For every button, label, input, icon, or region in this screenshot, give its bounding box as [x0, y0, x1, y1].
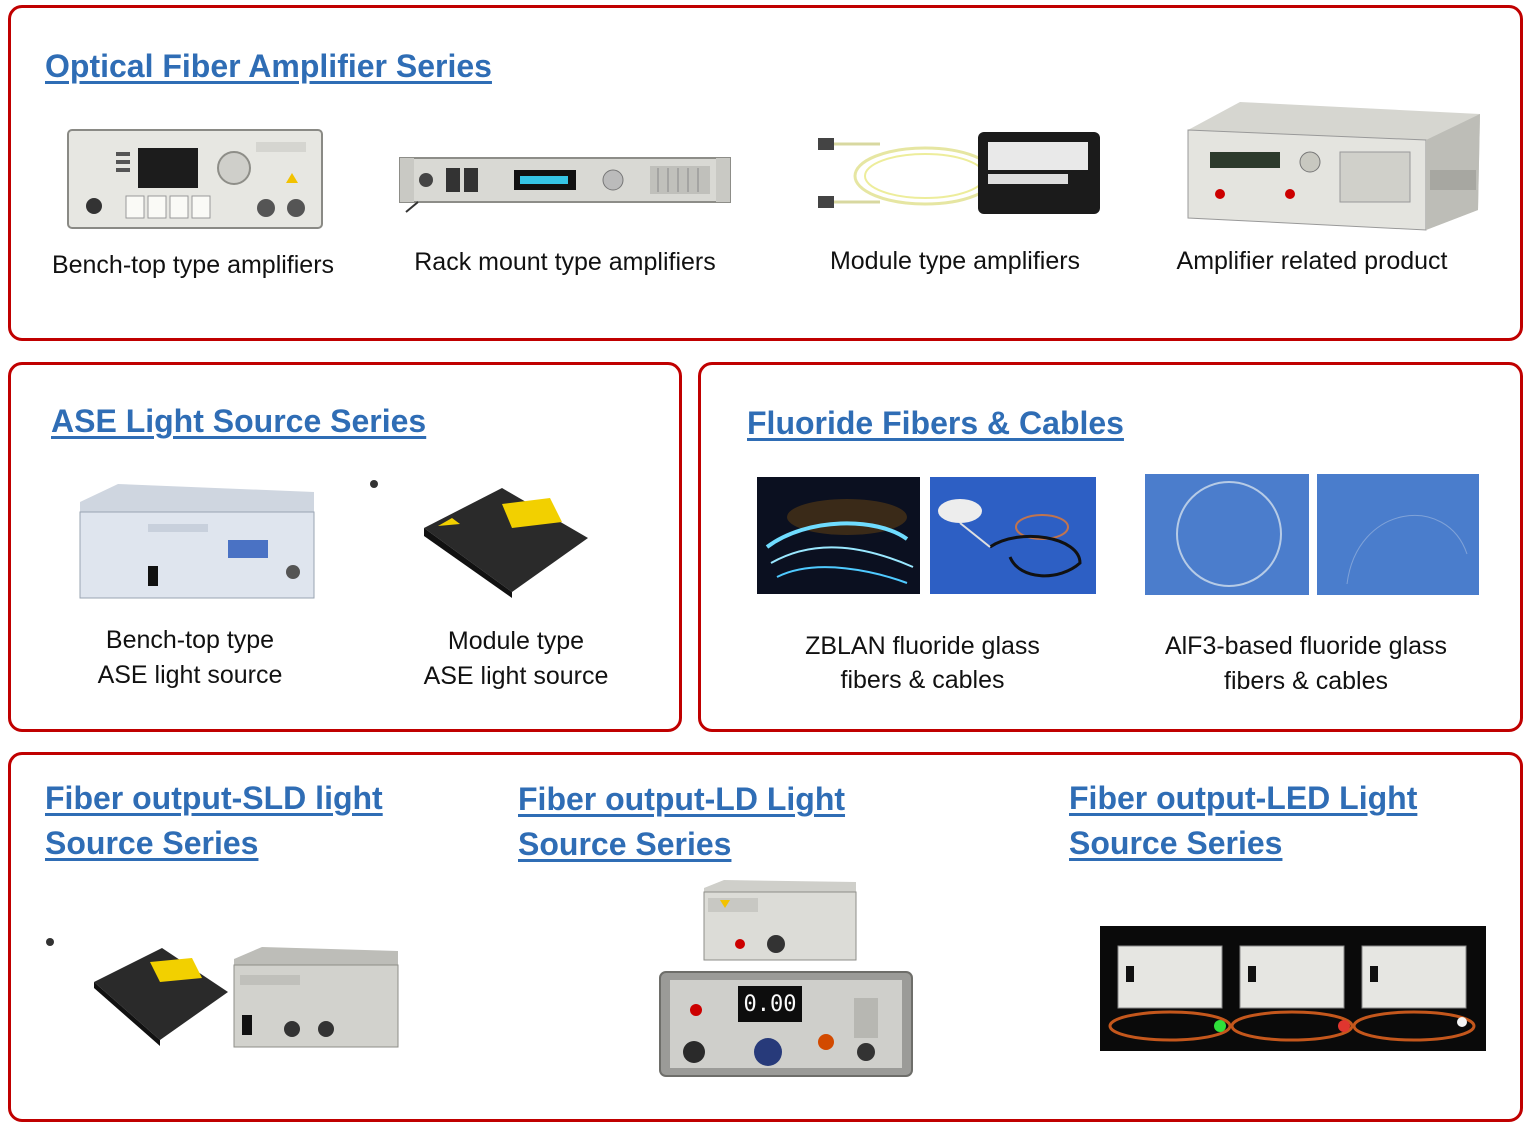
- benchtop-amplifier-caption: Bench-top type amplifiers: [51, 251, 335, 279]
- module-amplifier-image[interactable]: [810, 128, 1102, 220]
- amplifier-related-product-caption: Amplifier related product: [1176, 247, 1448, 275]
- led-series-link-line1[interactable]: Fiber output-LED Light: [1069, 780, 1418, 816]
- rackmount-amplifier-caption: Rack mount type amplifiers: [414, 248, 716, 276]
- amplifier-series-link[interactable]: Optical Fiber Amplifier Series: [45, 48, 492, 84]
- alf3-fiber-image-1[interactable]: [1145, 474, 1309, 595]
- module-amplifier-caption: Module type amplifiers: [829, 247, 1081, 275]
- alf3-fiber-image-2[interactable]: [1317, 474, 1479, 595]
- led-series-link-line2[interactable]: Source Series: [1069, 825, 1283, 861]
- fluoride-panel: [698, 362, 1523, 732]
- ase-series-link[interactable]: ASE Light Source Series: [51, 403, 427, 439]
- benchtop-ase-caption-line1: Bench-top type: [105, 626, 275, 654]
- ld-series-link-line1[interactable]: Fiber output-LD Light: [518, 781, 846, 817]
- amplifier-panel: [8, 5, 1523, 341]
- benchtop-ase-image[interactable]: [78, 482, 316, 602]
- ld-display-readout: 0.00: [743, 992, 797, 1017]
- fiber-output-panel: [8, 752, 1523, 1122]
- zblan-caption-line2: fibers & cables: [840, 666, 1005, 694]
- benchtop-amplifier-image[interactable]: [66, 128, 324, 230]
- zblan-fiber-image-2[interactable]: [930, 477, 1096, 594]
- module-ase-caption-line1: Module type: [447, 627, 585, 655]
- module-ase-image[interactable]: [362, 468, 592, 598]
- benchtop-ase-caption-line2: ASE light source: [97, 661, 283, 689]
- ld-controller-image[interactable]: [658, 968, 914, 1080]
- ase-panel: [8, 362, 682, 732]
- led-sources-image[interactable]: [1100, 926, 1486, 1051]
- amplifier-related-product-image[interactable]: [1180, 100, 1484, 232]
- module-ase-caption-line2: ASE light source: [423, 662, 609, 690]
- zblan-caption-line1: ZBLAN fluoride glass: [805, 632, 1040, 660]
- sld-benchtop-image[interactable]: [232, 945, 400, 1049]
- alf3-caption-line1: AlF3-based fluoride glass: [1164, 632, 1448, 660]
- sld-series-link-line1[interactable]: Fiber output-SLD light: [45, 780, 383, 816]
- fluoride-series-link[interactable]: Fluoride Fibers & Cables: [747, 405, 1124, 441]
- ld-small-unit-image[interactable]: [700, 878, 860, 964]
- rackmount-amplifier-image[interactable]: [398, 150, 732, 214]
- zblan-fiber-image-1[interactable]: [757, 477, 920, 594]
- ld-series-link-line2[interactable]: Source Series: [518, 826, 732, 862]
- sld-series-link-line2[interactable]: Source Series: [45, 825, 259, 861]
- alf3-caption-line2: fibers & cables: [1224, 667, 1388, 695]
- sld-module-image[interactable]: [42, 930, 232, 1046]
